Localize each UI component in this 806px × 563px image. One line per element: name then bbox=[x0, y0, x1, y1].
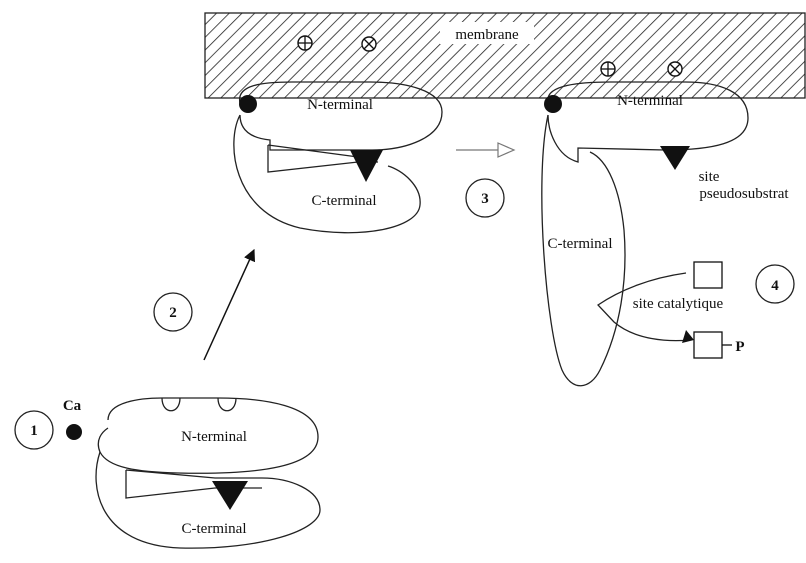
membrane-label: membrane bbox=[455, 27, 519, 43]
n-terminal-label-active: N-terminal bbox=[617, 93, 683, 109]
substrate-square-icon bbox=[693, 261, 723, 289]
catalytic-cleft bbox=[597, 272, 691, 342]
pseudosubstrate-triangle-icon bbox=[212, 481, 248, 510]
step-1: 1 bbox=[14, 410, 54, 450]
calcium-bound-icon bbox=[239, 95, 257, 113]
c-terminal-lobe-inactive bbox=[95, 451, 321, 549]
site-catalytique-label: site catalytique bbox=[633, 296, 724, 312]
diacylglycerol-cross-icon bbox=[361, 36, 377, 52]
step-3: 3 bbox=[465, 178, 505, 218]
c-terminal-label-bound: C-terminal bbox=[312, 193, 377, 209]
n-terminal-label-bound: N-terminal bbox=[307, 97, 373, 113]
step-3-arrowhead-icon bbox=[497, 142, 516, 158]
c-terminal-label-inactive: C-terminal bbox=[182, 521, 247, 537]
c1-notch bbox=[161, 397, 181, 412]
phosphorylated-substrate-square-icon bbox=[693, 331, 723, 359]
n-terminal-lobe-active bbox=[547, 81, 749, 163]
n-terminal-label-inactive: N-terminal bbox=[181, 429, 247, 445]
c-terminal-label-active: C-terminal bbox=[548, 236, 613, 252]
diacylglycerol-cross-icon-2 bbox=[667, 61, 683, 77]
step-2-arrow bbox=[203, 248, 255, 361]
step-2-number: 2 bbox=[169, 305, 177, 321]
calcium-ion-icon bbox=[66, 424, 82, 440]
n-terminal-lobe-bound bbox=[239, 81, 443, 151]
product-arrowhead-icon bbox=[682, 330, 694, 343]
pseudosubstrat-label: pseudosubstrat bbox=[699, 186, 789, 202]
site-label: site bbox=[699, 169, 720, 185]
phospholipid-plus-icon bbox=[297, 35, 313, 51]
phospho-label: P bbox=[735, 339, 744, 355]
step-2: 2 bbox=[153, 292, 193, 332]
c-terminal-lobe-bound bbox=[233, 114, 421, 234]
calcium-active-icon bbox=[544, 95, 562, 113]
inactive-enzyme: N-terminal C-terminal bbox=[95, 397, 321, 549]
step-1-number: 1 bbox=[30, 423, 38, 439]
c1-notch-2 bbox=[217, 397, 237, 412]
active-enzyme: N-terminal C-terminal site pseudosubstra… bbox=[541, 81, 789, 387]
phospholipid-plus-icon-2 bbox=[600, 61, 616, 77]
pseudosubstrate-triangle-active-icon bbox=[660, 146, 690, 170]
c-terminal-lobe-active bbox=[541, 114, 626, 387]
membrane: membrane bbox=[204, 12, 806, 99]
step-4-number: 4 bbox=[771, 278, 779, 294]
step-4: 4 bbox=[755, 264, 795, 304]
pseudosubstrate-triangle-bound-icon bbox=[350, 150, 383, 182]
step-3-number: 3 bbox=[481, 191, 489, 207]
calcium-label: Ca bbox=[63, 398, 82, 414]
membrane-bound-enzyme: N-terminal C-terminal bbox=[233, 81, 443, 234]
